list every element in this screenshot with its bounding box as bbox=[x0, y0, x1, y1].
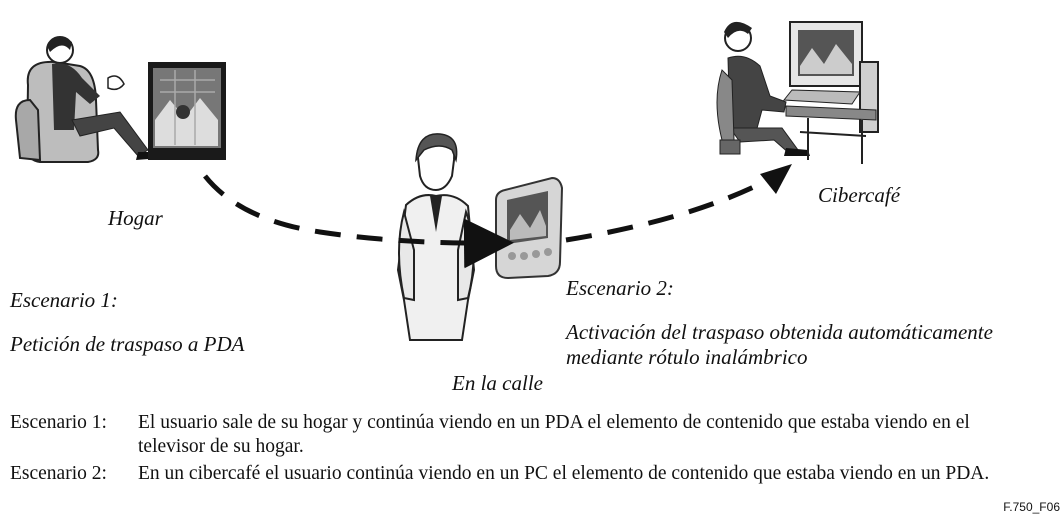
label-cybercafe: Cibercafé bbox=[818, 183, 901, 207]
street-man-illustration bbox=[396, 133, 476, 341]
pda-illustration bbox=[495, 176, 564, 280]
transfer-path-arrowhead bbox=[760, 164, 792, 194]
description-scenario2: Escenario 2: En un cibercafé el usuario … bbox=[10, 462, 1038, 486]
scenario1-title: Escenario 1: bbox=[10, 288, 118, 312]
scenario2-title: Escenario 2: bbox=[566, 276, 674, 300]
cybercafe-man-illustration bbox=[716, 21, 810, 156]
scenario2-caption-line1: Activación del traspaso obtenida automát… bbox=[566, 320, 993, 344]
label-home: Hogar bbox=[108, 206, 163, 230]
scenario2-caption-line2: mediante rótulo inalámbrico bbox=[566, 345, 808, 369]
figure-code: F.750_F06 bbox=[1003, 500, 1060, 514]
description-scenario1-key: Escenario 1: bbox=[10, 412, 107, 433]
home-television-illustration bbox=[148, 62, 226, 160]
label-street: En la calle bbox=[452, 371, 543, 395]
transfer-path-pda-to-cafe bbox=[565, 177, 770, 243]
description-scenario2-text: En un cibercafé el usuario continúa vien… bbox=[138, 463, 990, 484]
scenario1-caption: Petición de traspaso a PDA bbox=[10, 332, 245, 356]
description-scenario2-key: Escenario 2: bbox=[10, 463, 107, 484]
description-scenario1-text: El usuario sale de su hogar y continúa v… bbox=[138, 412, 970, 457]
transfer-path-home-to-pda bbox=[203, 174, 514, 269]
description-scenario1: Escenario 1: El usuario sale de su hogar… bbox=[10, 411, 1038, 459]
cybercafe-computer-illustration bbox=[783, 21, 879, 164]
home-armchair-man-illustration bbox=[14, 36, 162, 163]
